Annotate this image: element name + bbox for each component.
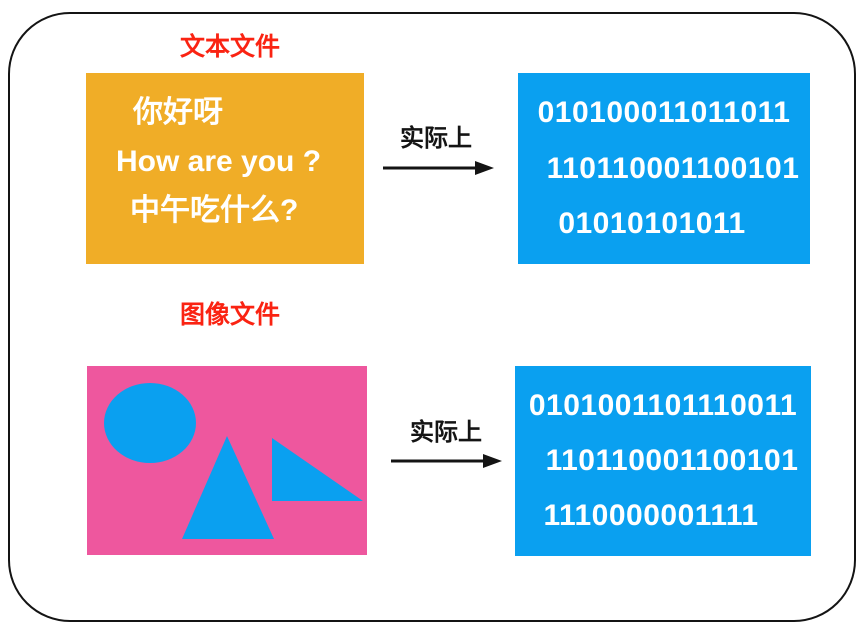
arrow-label-text: 实际上: [400, 125, 472, 152]
text-file-line: 中午吃什么?: [130, 194, 299, 227]
binary-line: 01010101011: [558, 206, 746, 240]
binary-output-box-text: 010100011011011 110110001100101 01010101…: [518, 73, 810, 264]
text-file-box: 你好呀 How are you ? 中午吃什么?: [86, 73, 364, 264]
right-triangle-shape: [272, 438, 363, 501]
triangle-shape: [182, 436, 274, 539]
binary-line: 010100011011011: [537, 96, 791, 130]
image-file-box: [87, 366, 367, 555]
binary-line: 110110001100101: [546, 151, 800, 185]
binary-output-box-image: 0101001101110011 110110001100101 1110000…: [515, 366, 811, 556]
rounded-border: [8, 12, 856, 622]
arrow-label-image: 实际上: [410, 419, 482, 446]
text-file-line: How are you ?: [116, 145, 322, 178]
section-label-image-file: 图像文件: [179, 301, 280, 329]
right-arrow-icon: [391, 454, 502, 468]
text-file-line: 你好呀: [133, 96, 223, 129]
binary-line: 110110001100101: [545, 444, 799, 477]
image-shapes: [104, 383, 363, 539]
right-arrow-icon: [383, 161, 494, 175]
binary-line: 0101001101110011: [528, 389, 798, 422]
ellipse-shape: [104, 383, 196, 463]
section-label-text-file: 文本文件: [179, 33, 280, 61]
binary-line: 1110000001111: [543, 499, 759, 532]
